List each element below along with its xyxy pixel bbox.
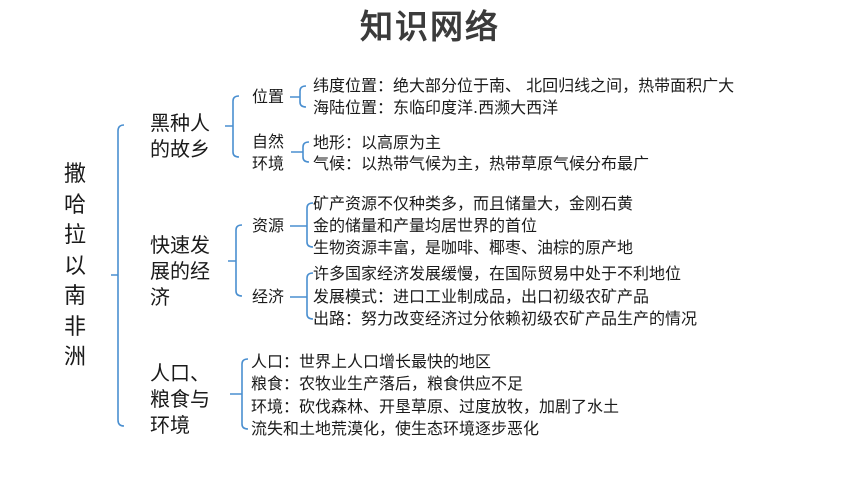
sub-position-label: 位置 bbox=[252, 87, 285, 106]
leaf-food: 粮食：农牧业生产落后，粮食供应不足 bbox=[251, 374, 524, 393]
leaf-terrain: 地形：以高原为主 bbox=[313, 133, 442, 152]
branch-black-homeland: 黑种人的故乡 bbox=[150, 111, 210, 161]
leaf-gold: 金的储量和产量均居世界的首位 bbox=[313, 216, 538, 235]
leaf-sea-land: 海陆位置：东临印度洋.西濒大西洋 bbox=[313, 98, 559, 117]
branch-fast-economy: 快速发展的经济 bbox=[150, 233, 210, 309]
leaf-bio: 生物资源丰富，是咖啡、椰枣、油棕的原产地 bbox=[313, 238, 634, 257]
leaf-population: 人口：世界上人口增长最快的地区 bbox=[251, 352, 492, 371]
sub-resources-brace bbox=[290, 202, 314, 248]
sub-environment-label: 自然环境 bbox=[252, 132, 285, 173]
sub-resources-label: 资源 bbox=[252, 216, 285, 235]
page-title: 知识网络 bbox=[360, 7, 500, 46]
sub-position-brace bbox=[290, 85, 307, 108]
branch-population-food-env: 人口、粮食与环境 bbox=[150, 361, 210, 437]
leaf-way-out: 出路：努力改变经济过分依赖初级农矿产品生产的情况 bbox=[313, 309, 698, 328]
leaf-latitude: 纬度位置：绝大部分位于南、 北回归线之间，热带面积广大 bbox=[313, 76, 735, 95]
leaf-mineral: 矿产资源不仅种类多，而且储量大，金刚石黄 bbox=[313, 194, 634, 213]
root-node: 撒哈拉以南非洲 bbox=[63, 162, 86, 370]
root-brace bbox=[111, 124, 125, 427]
leaf-environment: 环境：砍伐森林、开垦草原、过度放牧，加剧了水土 bbox=[251, 397, 620, 416]
leaf-model: 发展模式：进口工业制成品，出口初级农矿产品 bbox=[313, 287, 650, 306]
sub-economy-label: 经济 bbox=[252, 287, 285, 306]
sub-environment-brace bbox=[291, 141, 310, 163]
leaf-climate: 气候：以热带气候为主，热带草原气候分布最广 bbox=[313, 154, 650, 173]
branch2-brace bbox=[228, 224, 243, 297]
leaf-slow-growth: 许多国家经济发展缓慢，在国际贸易中处于不利地位 bbox=[313, 264, 682, 283]
sub-economy-brace bbox=[290, 272, 314, 320]
leaf-desertification: 流失和土地荒漠化，使生态环境逐步恶化 bbox=[251, 419, 540, 438]
branch3-brace bbox=[230, 358, 249, 430]
branch1-brace bbox=[225, 95, 240, 158]
